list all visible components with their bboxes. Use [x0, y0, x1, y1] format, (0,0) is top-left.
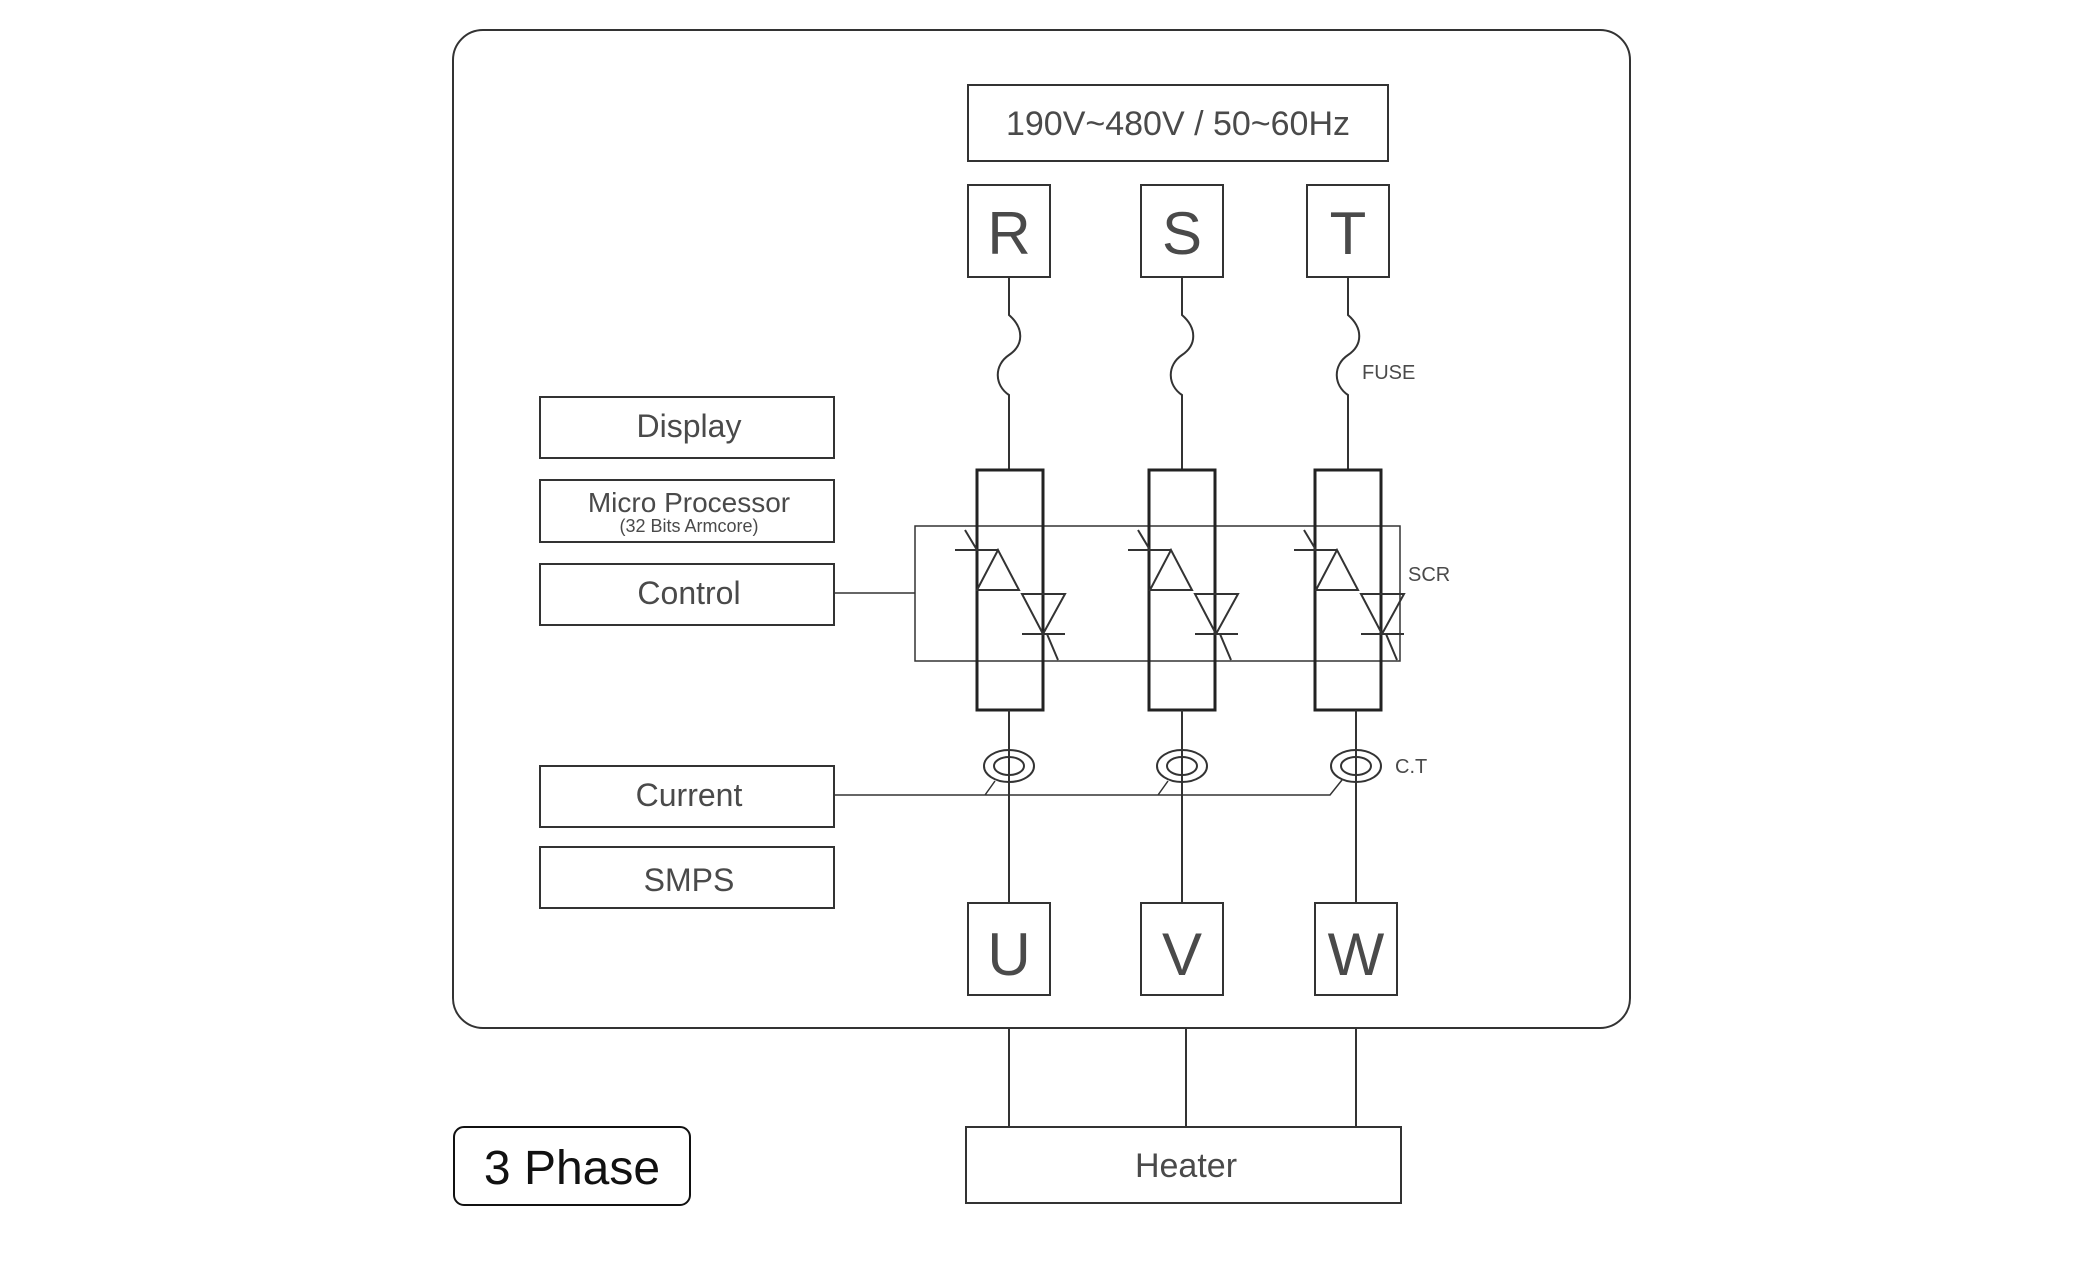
- phase-badge-label: 3 Phase: [484, 1142, 660, 1195]
- heater-load: Heater: [965, 1126, 1402, 1204]
- output-terminal-v: V: [1140, 902, 1224, 996]
- scr-module-s: [1128, 468, 1240, 712]
- ct-annotation: C.T: [1395, 756, 1427, 778]
- terminal-s-label: S: [1162, 200, 1202, 267]
- scr-annotation: SCR: [1408, 564, 1450, 586]
- fuse-t: [1335, 277, 1361, 470]
- input-terminal-s: S: [1140, 184, 1224, 278]
- current-label: Current: [636, 777, 743, 813]
- display-label: Display: [637, 408, 742, 444]
- terminal-v-label: V: [1162, 921, 1202, 988]
- ct-sensors: [983, 749, 1382, 783]
- supply-box: 190V~480V / 50~60Hz: [967, 84, 1389, 162]
- output-wires: [1008, 710, 1357, 903]
- smps-label: SMPS: [644, 862, 735, 898]
- current-module: Current: [539, 765, 835, 828]
- terminal-t-label: T: [1330, 200, 1367, 267]
- heater-label: Heater: [1135, 1147, 1237, 1185]
- display-module: Display: [539, 396, 835, 459]
- control-label: Control: [637, 575, 740, 611]
- supply-label: 190V~480V / 50~60Hz: [1006, 105, 1350, 143]
- terminal-r-label: R: [987, 200, 1030, 267]
- current-sense-line: [834, 779, 1343, 796]
- fuse-annotation: FUSE: [1362, 362, 1415, 384]
- microprocessor-label: Micro Processor: [588, 487, 790, 518]
- scr-gate-bus: [914, 525, 1401, 662]
- output-terminal-u: U: [967, 902, 1051, 996]
- ct-ring-s: [1156, 749, 1208, 783]
- microprocessor-sublabel: (32 Bits Armcore): [619, 516, 758, 536]
- terminal-u-label: U: [987, 921, 1030, 988]
- input-terminal-t: T: [1306, 184, 1390, 278]
- ct-ring-t: [1330, 749, 1382, 783]
- terminal-w-label: W: [1328, 921, 1385, 988]
- phase-badge: 3 Phase: [453, 1126, 691, 1206]
- smps-module: SMPS: [539, 846, 835, 909]
- fuse-lines: [996, 277, 1361, 470]
- control-module: Control: [539, 563, 835, 626]
- fuse-s: [1169, 277, 1195, 470]
- microprocessor-module: Micro Processor (32 Bits Armcore): [539, 479, 835, 543]
- ct-ring-r: [983, 749, 1035, 783]
- output-terminal-w: W: [1314, 902, 1398, 996]
- fuse-r: [996, 277, 1022, 470]
- heater-wires: [1008, 1028, 1357, 1127]
- scr-module-r: [955, 468, 1067, 712]
- controller-enclosure: [452, 29, 1631, 1029]
- input-terminal-r: R: [967, 184, 1051, 278]
- scr-module-t: [1294, 468, 1406, 712]
